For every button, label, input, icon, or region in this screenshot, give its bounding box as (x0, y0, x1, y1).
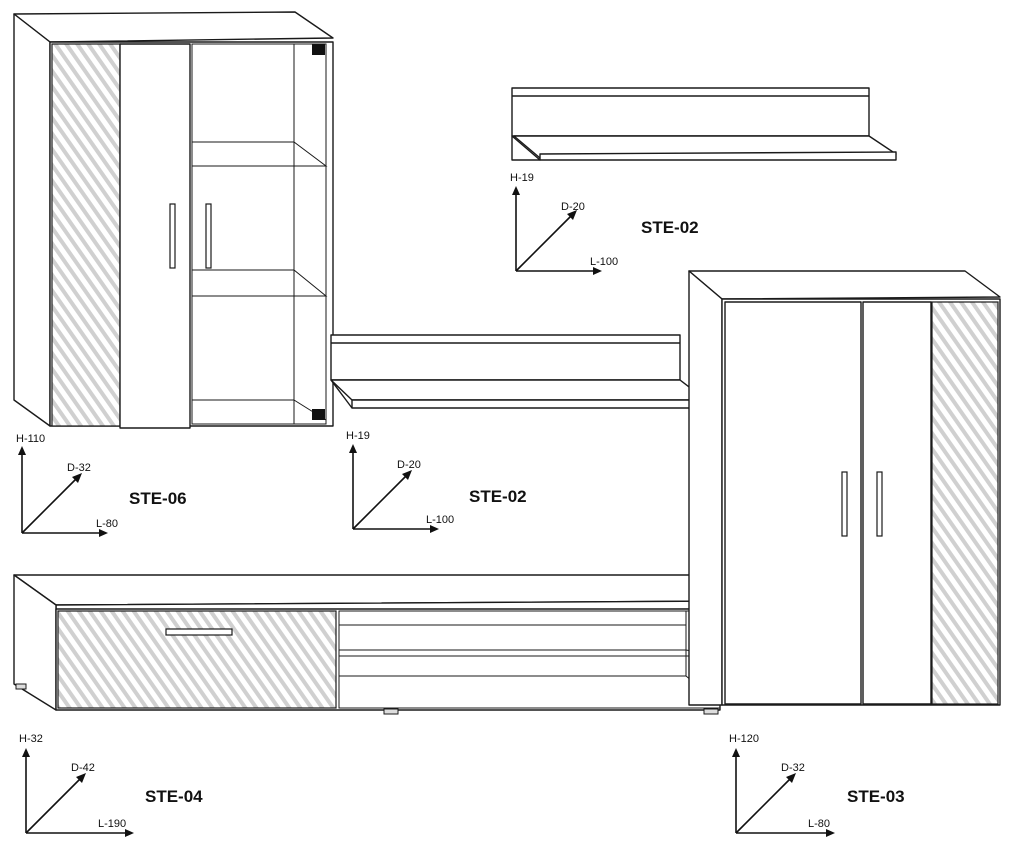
dim-h-ste02-top: H-19 (510, 172, 534, 184)
dim-l-ste02-mid: L-100 (426, 514, 454, 526)
dim-h-ste03: H-120 (729, 733, 759, 745)
handle-icon (841, 471, 848, 537)
cabinet-ste06 (13, 11, 334, 429)
label-ste06: STE-06 (129, 489, 187, 508)
label-ste02-top: STE-02 (641, 218, 699, 237)
label-ste04: STE-04 (145, 787, 203, 806)
dim-d-ste04: D-42 (71, 762, 95, 774)
dim-l-ste02-top: L-100 (590, 256, 618, 268)
axis-ste02-mid (349, 444, 439, 533)
handle-icon (876, 471, 883, 537)
dim-h-ste04: H-32 (19, 733, 43, 745)
dim-h-ste02-mid: H-19 (346, 430, 370, 442)
dim-d-ste03: D-32 (781, 762, 805, 774)
shelf-ste02-top (511, 87, 897, 161)
axis-ste02-top (512, 186, 602, 275)
dim-l-ste03: L-80 (808, 818, 830, 830)
drawer-handle-icon (165, 628, 233, 636)
dim-d-ste02-mid: D-20 (397, 459, 421, 471)
dim-d-ste06: D-32 (67, 462, 91, 474)
label-ste03: STE-03 (847, 787, 905, 806)
axis-ste04 (22, 748, 134, 837)
dim-l-ste06: L-80 (96, 518, 118, 530)
label-ste02-mid: STE-02 (469, 487, 527, 506)
axis-ste03 (732, 748, 835, 837)
handle-icon (169, 203, 176, 269)
tv-unit-ste04 (13, 574, 729, 715)
shelf-ste02-mid (330, 334, 707, 409)
dim-h-ste06: H-110 (16, 433, 45, 445)
cabinet-ste03 (688, 270, 1001, 706)
handle-icon (205, 203, 212, 269)
dim-l-ste04: L-190 (98, 818, 126, 830)
axis-ste06 (18, 446, 108, 537)
dim-d-ste02-top: D-20 (561, 201, 585, 213)
